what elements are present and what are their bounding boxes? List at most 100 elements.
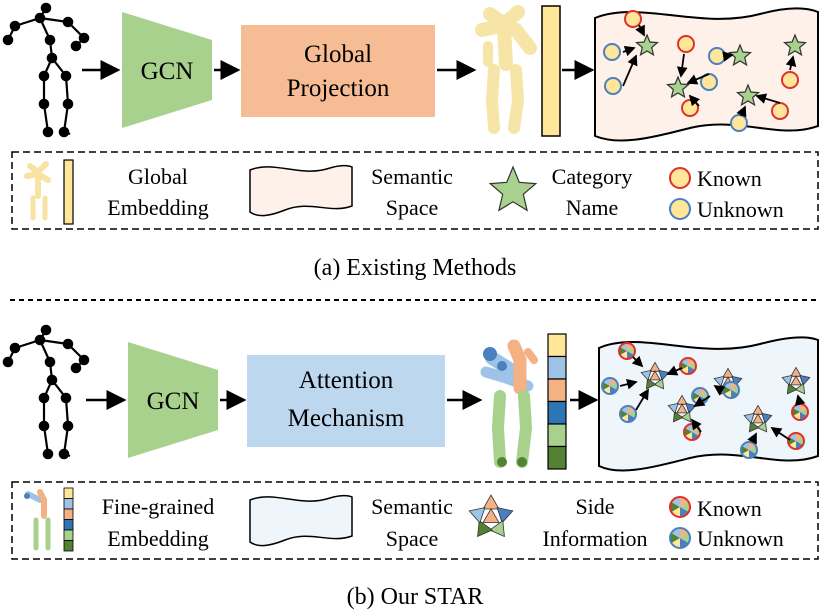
legend-known-label: Known — [697, 166, 762, 191]
arrow — [676, 53, 688, 78]
arrow — [794, 394, 806, 407]
arrow — [686, 73, 710, 85]
legend-space-label-2: Space — [386, 195, 439, 220]
legend-unknown-label: Unknown — [697, 197, 784, 222]
panel-a: GCN Global Projection — [2, 2, 819, 142]
unknown-pie-icon — [601, 377, 619, 395]
side-information-icon — [781, 366, 811, 395]
side-information-icon — [743, 404, 773, 433]
category-star-icon — [634, 33, 660, 57]
semantic-space-icon — [249, 494, 353, 547]
side-information-icon — [468, 494, 514, 538]
semantic-space-a-content — [603, 10, 808, 132]
panel-b: GCN Attention Mechanism — [2, 324, 819, 472]
category-star-icon — [488, 165, 538, 212]
legend-space-label-1: Semantic — [371, 164, 453, 189]
unknown-pie-icon — [669, 527, 691, 549]
arrow — [631, 355, 644, 368]
unknown-circle-icon — [730, 114, 748, 132]
known-pie-icon — [791, 403, 809, 421]
arrow — [666, 365, 683, 376]
global-projection-label-1: Global — [304, 41, 372, 68]
skeleton-icon — [2, 324, 90, 460]
arrow — [619, 378, 638, 390]
legend-b-known-label: Known — [697, 496, 762, 521]
fine-grained-bar-icon — [63, 487, 74, 552]
arrow — [635, 24, 645, 37]
legend-b-box — [11, 481, 819, 560]
fine-grained-embedding-figure — [480, 339, 538, 468]
caption-a: (a) Existing Methods — [314, 255, 517, 281]
global-embedding-bar — [541, 5, 561, 137]
known-pie-icon — [679, 357, 697, 375]
legend-embedding-label-1: Global — [128, 164, 188, 189]
known-pie-icon — [683, 423, 701, 441]
fine-grained-embedding-bar — [547, 333, 567, 470]
gcn-label: GCN — [147, 388, 200, 415]
legend-a-box — [11, 151, 819, 230]
arrow — [693, 395, 711, 407]
global-projection-label-2: Projection — [287, 75, 390, 102]
unknown-pie-icon — [722, 381, 740, 399]
known-circle-icon — [669, 167, 691, 189]
semantic-space-b-content — [601, 342, 811, 459]
arrow — [713, 385, 726, 396]
unknown-pie-icon — [619, 405, 637, 423]
arrow — [755, 93, 781, 104]
arrow — [770, 427, 791, 441]
side-information-icon — [640, 361, 670, 390]
known-pie-icon — [669, 496, 691, 518]
legend-side-label-2: Information — [542, 526, 647, 551]
arrow — [785, 55, 797, 71]
category-star-icon — [665, 75, 691, 99]
unknown-circle-icon — [669, 198, 691, 220]
legend-b-unknown-label: Unknown — [697, 526, 784, 551]
arrow — [622, 46, 636, 57]
legend-side-label-1: Side — [575, 494, 614, 519]
known-circle-icon — [771, 102, 789, 120]
arrow — [690, 418, 702, 433]
side-information-icon — [468, 494, 514, 538]
gcn-block — [122, 12, 212, 128]
legend-category-label-2: Name — [566, 195, 619, 220]
category-star-icon — [488, 165, 538, 212]
known-pie-icon — [669, 496, 691, 518]
arrow — [622, 54, 638, 87]
known-pie-icon — [787, 432, 805, 450]
legend-category-label-1: Category — [552, 164, 633, 189]
legend-a: Global Embedding Semantic Space Category… — [11, 151, 819, 230]
unknown-circle-icon — [603, 43, 621, 61]
arrow — [688, 94, 701, 107]
arrow — [635, 388, 649, 411]
known-pie-icon — [618, 342, 636, 360]
legend-embedding-label-2: Embedding — [107, 195, 208, 220]
global-embedding-bar-icon — [63, 159, 74, 225]
gcn-label: GCN — [141, 58, 194, 85]
category-star-icon — [782, 33, 808, 57]
fine-grained-embedding-icon — [24, 489, 51, 551]
legend-b-space-label-2: Space — [386, 526, 439, 551]
semantic-space-icon — [249, 164, 353, 217]
caption-b: (b) Our STAR — [347, 584, 484, 610]
legend-b-embedding-label-1: Fine-grained — [102, 494, 214, 519]
unknown-pie-icon — [740, 441, 758, 459]
arrow — [722, 51, 734, 62]
side-information-icon — [667, 394, 697, 423]
global-embedding-icon — [24, 161, 51, 221]
attention-mechanism-box — [247, 355, 445, 447]
arrow — [736, 105, 747, 118]
unknown-circle-icon — [604, 77, 622, 95]
legend-b: Fine-grained Embedding Semantic Space Si… — [11, 481, 819, 560]
known-circle-icon — [781, 71, 799, 89]
known-circle-icon — [624, 10, 642, 28]
arrow — [747, 432, 757, 445]
legend-b-embedding-label-2: Embedding — [107, 526, 208, 551]
attention-label-2: Mechanism — [288, 405, 405, 432]
global-projection-box — [241, 25, 435, 117]
attention-label-1: Attention — [299, 367, 394, 394]
unknown-pie-icon — [669, 527, 691, 549]
gcn-block — [128, 342, 218, 458]
global-embedding-figure — [475, 5, 537, 134]
